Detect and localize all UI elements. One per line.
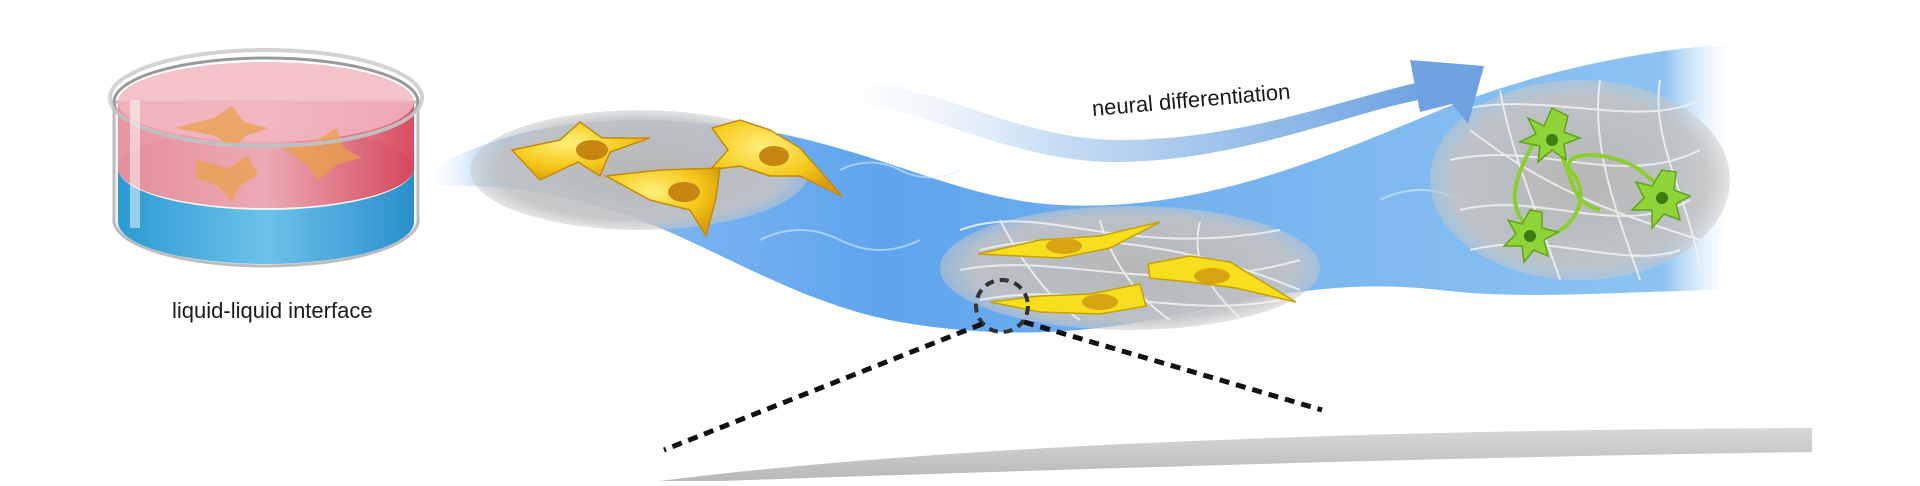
substrate-patch-3 [1430,80,1730,280]
blue-liquid-phase [118,168,414,264]
dish-cell [175,106,268,148]
cell-nucleus [1046,238,1082,254]
zoom-circle [974,278,1030,334]
neuron-nucleus [1656,192,1668,204]
arrow-body [800,78,1420,163]
petri-dish [108,48,424,268]
dish-cells [175,106,362,202]
cell-nucleus [759,146,789,166]
cell-nucleus [1194,268,1230,284]
zoom-line-left [663,321,983,453]
liquid-ribbon [428,44,1730,333]
cell-nucleus [576,140,608,160]
red-liquid-surface [118,62,414,142]
differentiation-arrow [800,60,1484,163]
neuron-nucleus [1546,134,1558,146]
dish-cell [282,128,362,180]
neurites [1512,128,1665,237]
substrate-crosssection [660,428,1812,481]
dish-glare [130,100,140,228]
zoom-line-right [1023,319,1323,413]
dish-cell [196,156,258,202]
cell-nucleus [1082,294,1118,310]
stem-cells-group-1 [510,119,843,238]
cell-nucleus [668,182,700,202]
neuron-nucleus [1524,230,1536,242]
arrow-head [1410,60,1484,124]
dish-rim-outer [108,48,424,148]
dish-label: liquid-liquid interface [172,298,373,323]
neurons-group [1502,106,1692,264]
